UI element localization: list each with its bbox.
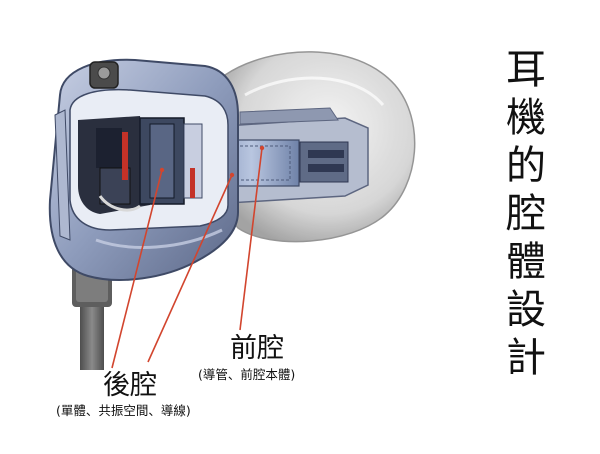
rear-cavity-label: 後腔 xyxy=(103,370,157,401)
rear-cavity-leader-1 xyxy=(111,169,163,369)
rear-cavity-leader-dot-1 xyxy=(159,167,165,173)
rear-cavity-detail: (單體、共振空間、導線) xyxy=(56,403,191,418)
title-char: 體 xyxy=(506,239,546,285)
rear-cavity-leader-dot-2 xyxy=(229,172,235,178)
vertical-title: 耳 機 的 腔 體 設 計 xyxy=(496,46,556,382)
front-cavity-leader-dot xyxy=(259,145,265,151)
title-char: 的 xyxy=(506,143,546,189)
title-char: 設 xyxy=(506,287,546,333)
title-char: 耳 xyxy=(506,47,546,93)
title-char: 腔 xyxy=(506,191,546,237)
rear-cavity-leader-2 xyxy=(147,174,233,363)
earphone-shell xyxy=(48,58,239,281)
title-char: 計 xyxy=(506,335,546,381)
title-char: 機 xyxy=(506,95,546,141)
leader-lines xyxy=(111,145,265,369)
front-cavity-leader xyxy=(239,147,263,331)
front-cavity-detail: (導管、前腔本體) xyxy=(198,367,296,382)
front-cavity-label: 前腔 xyxy=(230,333,284,364)
